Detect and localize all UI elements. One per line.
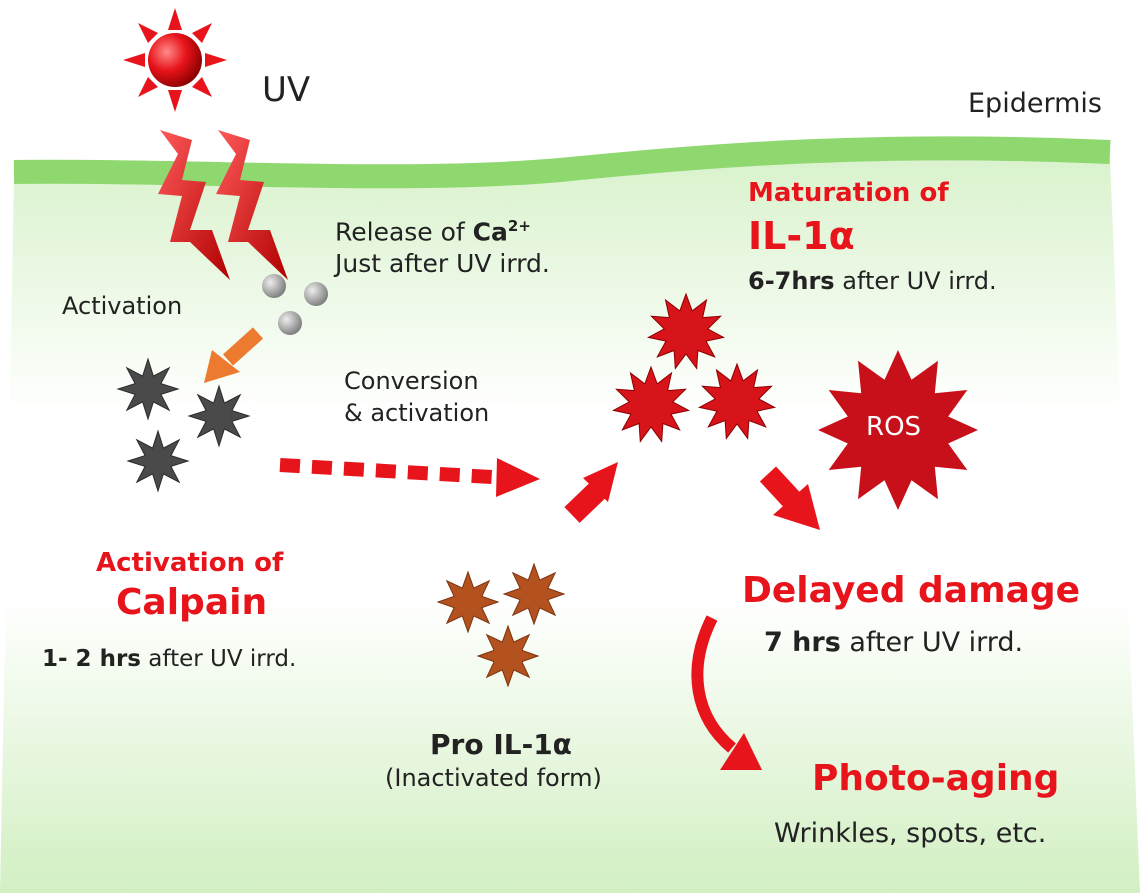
release-prefix: Release of (335, 217, 473, 247)
photo-aging-title: Photo-aging (812, 758, 1060, 799)
calpain-star-icon (126, 429, 190, 493)
photo-aging-subtitle: Wrinkles, spots, etc. (774, 818, 1047, 849)
maturation-time: 6-7hrs (748, 267, 835, 295)
delayed-time: 7 hrs (764, 627, 841, 658)
delayed-damage-title: Delayed damage (742, 570, 1081, 611)
calpain-star-icon (187, 384, 251, 448)
arrow-icon (279, 458, 540, 497)
calpain-star-icon (116, 357, 180, 421)
calcium-ion-icon (278, 311, 302, 335)
activation-label: Activation (62, 292, 183, 320)
calpain-title: Calpain (116, 582, 268, 623)
epidermis-label: Epidermis (968, 88, 1102, 119)
epidermis-layer (13, 136, 1111, 189)
delayed-time-suffix: after UV irrd. (840, 627, 1024, 658)
ros-label: ROS (866, 412, 922, 442)
arrow-icon (691, 615, 762, 770)
calpain-time: 1- 2 hrs (42, 646, 141, 672)
skin-background (0, 155, 1140, 893)
calcium-ion-icon (304, 282, 328, 306)
sun-icon (123, 8, 227, 112)
il1a-star-icon (697, 362, 777, 440)
il1a-star-icon (646, 292, 726, 370)
pro-il1a-title: Pro IL-1α (430, 728, 572, 761)
calcium-charge: 2+ (507, 217, 531, 235)
il1a-title: IL-1α (748, 214, 855, 258)
pro-il1a-subtitle: (Inactivated form) (385, 764, 602, 792)
maturation-title: Maturation of (748, 178, 949, 208)
arrow-icon (564, 462, 618, 523)
release-timing: Just after UV irrd. (335, 249, 550, 279)
maturation-time-suffix: after UV irrd. (834, 267, 997, 295)
conversion-line1: Conversion (344, 367, 479, 395)
pro-il1a-star-icon (436, 570, 500, 634)
conversion-line2: & activation (344, 399, 490, 427)
lightning-bolt-icon (216, 130, 288, 280)
delayed-damage-timing: 7 hrs after UV irrd. (764, 627, 1023, 658)
ros-burst-icon (818, 350, 978, 510)
calpain-time-suffix: after UV irrd. (140, 646, 297, 672)
il1a-star-icon (611, 365, 691, 443)
calpain-activation-title: Activation of (96, 548, 284, 578)
maturation-timing: 6-7hrs after UV irrd. (748, 267, 997, 295)
pro-il1a-star-icon (502, 562, 566, 626)
calpain-timing: 1- 2 hrs after UV irrd. (42, 646, 296, 672)
calcium-symbol: Ca (472, 217, 508, 247)
pro-il1a-star-icon (476, 624, 540, 688)
uv-label: UV (262, 70, 311, 110)
calcium-ion-icon (262, 274, 286, 298)
arrow-icon (759, 466, 820, 530)
arrow-icon (204, 327, 264, 383)
conversion-label: Conversion & activation (344, 365, 489, 429)
lightning-bolt-icon (158, 130, 230, 280)
calcium-release-label: Release of Ca2+ Just after UV irrd. (335, 210, 550, 280)
